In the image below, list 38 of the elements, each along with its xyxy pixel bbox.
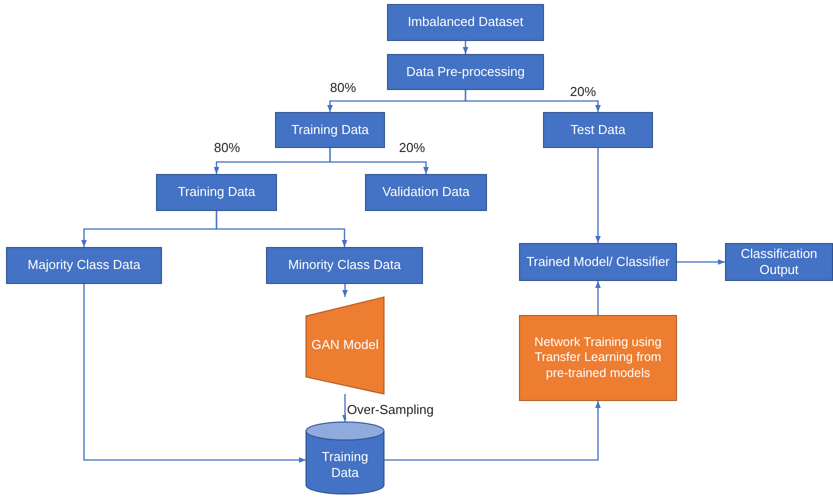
process-box	[387, 54, 544, 90]
node-label: Majority Class Data	[26, 257, 142, 274]
edge-label: Over-Sampling	[346, 402, 435, 418]
process-box	[725, 243, 833, 281]
process-box	[519, 243, 677, 281]
process-box	[387, 4, 544, 41]
node-label: Classification Output	[740, 246, 818, 278]
node-label: Imbalanced Dataset	[406, 14, 524, 31]
node-label: Test Data	[570, 122, 626, 138]
process-box	[266, 247, 423, 284]
node-label: Network Training using Transfer Learning from pre-trained models	[533, 334, 663, 382]
process-box	[543, 112, 653, 148]
arrow	[329, 148, 429, 174]
process-box	[275, 112, 385, 148]
arrow	[342, 284, 348, 297]
node-label: Training Data	[290, 122, 370, 138]
arrow	[384, 401, 601, 461]
node-label: Training Data	[320, 448, 370, 482]
node-label: GAN Model	[310, 337, 380, 354]
arrow	[595, 281, 601, 315]
node-label: Data Pre-processing	[405, 64, 526, 80]
process-box	[519, 315, 677, 401]
node-label: Validation Data	[381, 184, 471, 201]
arrow	[595, 148, 601, 243]
process-box	[6, 247, 162, 284]
arrow	[216, 211, 348, 247]
process-box	[365, 174, 487, 211]
arrow	[677, 259, 725, 265]
trapezoid-shape	[306, 297, 384, 394]
node-label: Minority Class Data	[287, 257, 402, 274]
arrow	[464, 90, 601, 112]
process-box	[156, 174, 277, 211]
node-label: Trained Model/ Classifier	[525, 254, 671, 270]
arrow	[342, 394, 348, 422]
arrow	[462, 41, 468, 54]
database-cylinder	[306, 422, 384, 494]
arrow	[83, 284, 306, 463]
node-label: Training Data	[176, 184, 256, 201]
